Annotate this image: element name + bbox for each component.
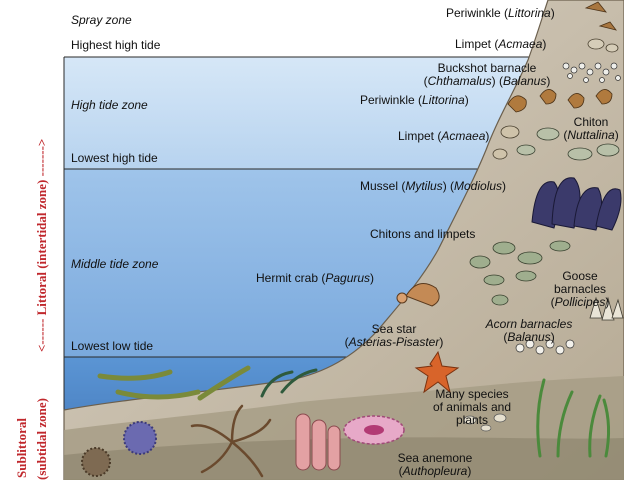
acorn-barnacles-label: Acorn barnacles (Balanus) <box>474 318 584 344</box>
high-tide-zone-label: High tide zone <box>71 99 148 112</box>
lowest-low-tide-label: Lowest low tide <box>71 340 153 353</box>
limpet-mid-label: Limpet (Acmaea) <box>398 130 489 143</box>
middle-tide-zone-label: Middle tide zone <box>71 258 158 271</box>
spray-zone-label: Spray zone <box>71 14 132 27</box>
chitons-and-limpets-label: Chitons and limpets <box>370 228 475 241</box>
highest-high-tide-label: Highest high tide <box>71 39 160 52</box>
periwinkle-top-label: Periwinkle (Littorina) <box>446 7 555 20</box>
mussel-label: Mussel (Mytilus) (Modiolus) <box>360 180 506 193</box>
periwinkle-mid-label: Periwinkle (Littorina) <box>360 94 469 107</box>
hermit-crab-label: Hermit crab (Pagurus) <box>256 272 374 285</box>
goose-barnacles-label: Goose barnacles (Pollicipes) <box>538 270 622 309</box>
sea-anemone-label: Sea anemone (Authopleura) <box>380 452 490 478</box>
littoral-zone-label: <------ Littoral (intertidal zone) -----… <box>34 139 50 352</box>
sublittoral-label: Sublittoral <box>14 418 30 478</box>
sea-anemone <box>344 416 404 444</box>
sea-star-label: Sea star (Asterias-Pisaster) <box>332 323 456 349</box>
limpet-top-label: Limpet (Acmaea) <box>455 38 546 51</box>
lowest-high-tide-label: Lowest high tide <box>71 152 158 165</box>
many-species-label: Many species of animals and plants <box>420 388 524 427</box>
subtidal-zone-label: (subtidal zone) <box>34 398 50 480</box>
chiton-label: Chiton (Nuttalina) <box>558 116 624 142</box>
buckshot-barnacle-label: Buckshot barnacle (Chthamalus) (Balanus) <box>422 62 552 88</box>
